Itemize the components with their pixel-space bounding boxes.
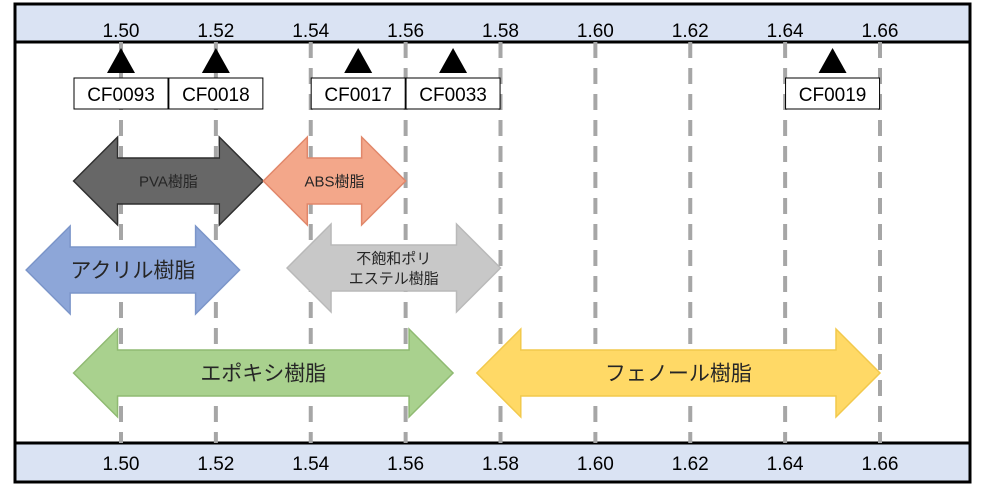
material-code-box bbox=[73, 77, 169, 110]
bottom-scale-band bbox=[13, 441, 972, 484]
material-code-label: CF0093 bbox=[87, 85, 155, 106]
top-tick-label: 1.64 bbox=[767, 21, 804, 42]
bottom-tick-label: 1.64 bbox=[767, 454, 804, 475]
top-tick-label: 1.56 bbox=[387, 21, 424, 42]
material-code-label: CF0019 bbox=[799, 85, 867, 106]
bottom-tick-labels: 1.50 1.52 1.54 1.56 1.58 1.60 1.62 1.64 1.66 bbox=[103, 454, 899, 475]
resin-arrow-polyester bbox=[285, 222, 502, 314]
resin-label-abs: ABS樹脂 bbox=[304, 173, 364, 190]
bottom-tick-label: 1.58 bbox=[482, 454, 519, 475]
resin-label-pva: PVA樹脂 bbox=[139, 173, 198, 190]
bottom-tick-label: 1.50 bbox=[103, 454, 140, 475]
top-tick-label: 1.54 bbox=[292, 21, 329, 42]
top-tick-label: 1.60 bbox=[577, 21, 614, 42]
material-markers: CF0093 CF0018 CF0017 CF0033 CF0019 bbox=[73, 48, 881, 110]
resin-label-polyester: 不飽和ポリ bbox=[356, 250, 431, 267]
top-tick-label: 1.50 bbox=[103, 21, 140, 42]
top-tick-label: 1.66 bbox=[862, 21, 899, 42]
material-code-box bbox=[310, 77, 406, 110]
top-tick-label: 1.52 bbox=[197, 21, 234, 42]
marker-triangle-icon bbox=[439, 48, 468, 73]
outer-frame bbox=[13, 2, 972, 484]
resin-label-phenol: フェノール樹脂 bbox=[605, 363, 752, 386]
resin-label-epoxy: エポキシ樹脂 bbox=[200, 363, 326, 386]
bottom-tick-label: 1.56 bbox=[387, 454, 424, 475]
material-code-label: CF0033 bbox=[419, 85, 487, 106]
resin-arrow-phenol bbox=[475, 327, 882, 419]
bottom-tick-label: 1.52 bbox=[197, 454, 234, 475]
material-code-label: CF0018 bbox=[182, 85, 250, 106]
material-code-label: CF0017 bbox=[324, 85, 392, 106]
material-code-box bbox=[168, 77, 264, 110]
resin-arrow-acrylic bbox=[25, 224, 241, 316]
resin-label-polyester: エステル樹脂 bbox=[349, 271, 439, 288]
top-scale-band bbox=[13, 2, 972, 44]
marker-triangle-icon bbox=[344, 48, 373, 73]
material-code-box bbox=[405, 77, 501, 110]
material-code-box bbox=[785, 77, 881, 110]
bottom-tick-label: 1.62 bbox=[672, 454, 709, 475]
resin-label-acrylic: アクリル樹脂 bbox=[70, 260, 195, 283]
bottom-tick-label: 1.54 bbox=[292, 454, 329, 475]
top-tick-label: 1.58 bbox=[482, 21, 519, 42]
marker-triangle-icon bbox=[201, 48, 230, 73]
resin-arrow-abs bbox=[262, 135, 407, 227]
bottom-tick-label: 1.66 bbox=[862, 454, 899, 475]
resin-arrow-epoxy bbox=[72, 327, 455, 419]
top-tick-labels: 1.50 1.52 1.54 1.56 1.58 1.60 1.62 1.64 1.66 bbox=[103, 21, 899, 42]
marker-triangle-icon bbox=[107, 48, 135, 73]
bottom-tick-label: 1.60 bbox=[577, 454, 614, 475]
marker-triangle-icon bbox=[818, 48, 847, 73]
top-tick-label: 1.62 bbox=[672, 21, 709, 42]
